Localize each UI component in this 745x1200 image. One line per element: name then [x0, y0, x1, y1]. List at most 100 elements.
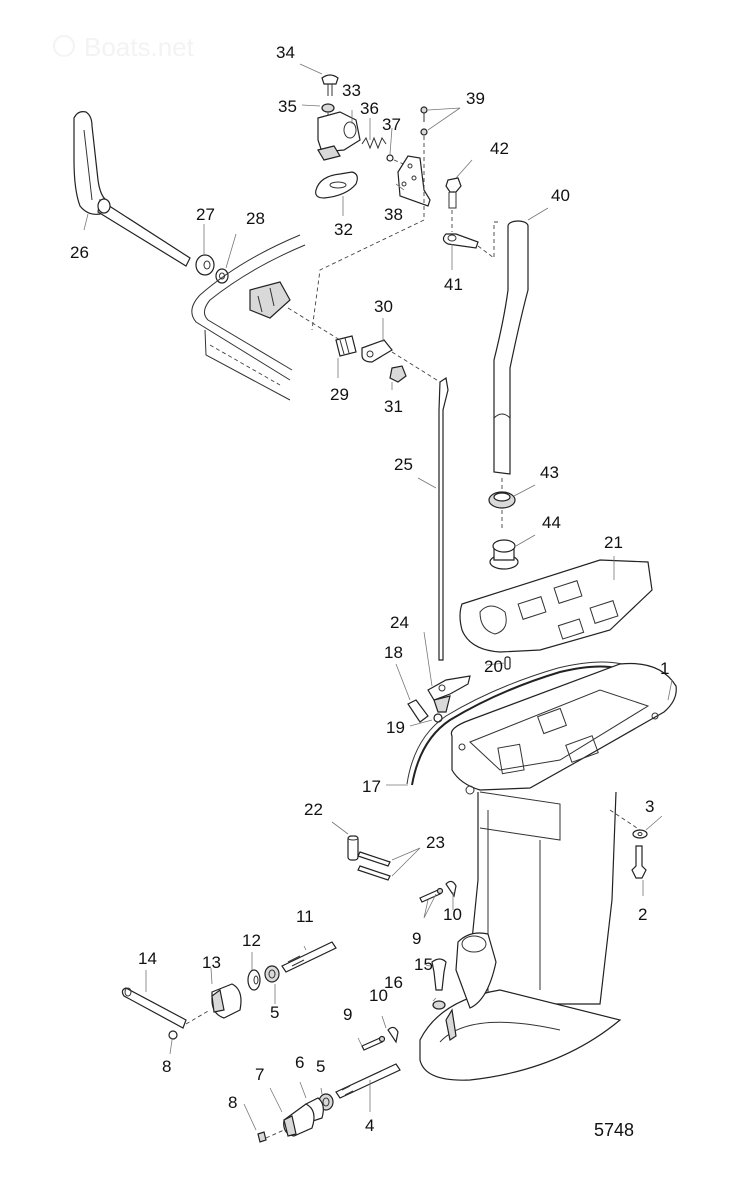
part-bushing-29[interactable]: [335, 335, 357, 357]
leader-lines: [83, 63, 673, 1131]
callout-40: 40: [551, 186, 570, 205]
part-bracket-38[interactable]: [397, 155, 431, 207]
callout-10-upper: 10: [443, 905, 462, 924]
part-seal-strip-17[interactable]: [406, 661, 635, 786]
callout-13: 13: [202, 953, 221, 972]
callout-21: 21: [604, 533, 623, 552]
callout-15: 15: [414, 955, 433, 974]
part-nut-31[interactable]: [389, 365, 407, 383]
callout-12: 12: [242, 931, 261, 950]
part-seal-44[interactable]: [489, 539, 519, 570]
part-shift-lever-30[interactable]: [361, 339, 393, 363]
callout-6: 6: [295, 1053, 304, 1072]
part-nut-8-lower[interactable]: [257, 1131, 267, 1143]
part-spring-36[interactable]: [361, 136, 387, 150]
part-washer-35[interactable]: [321, 103, 335, 113]
callout-19: 19: [386, 718, 405, 737]
callout-14: 14: [138, 949, 157, 968]
callout-28: 28: [246, 209, 265, 228]
part-shift-bracket-frame: [191, 234, 341, 401]
part-gasket-21[interactable]: [459, 559, 653, 653]
part-clip-10-upper[interactable]: [445, 880, 457, 898]
part-washer-27[interactable]: [195, 254, 215, 276]
callout-34: 34: [276, 43, 295, 62]
part-screw-34[interactable]: [321, 74, 339, 96]
callout-11: 11: [296, 907, 314, 926]
callout-35: 35: [278, 97, 297, 116]
callout-39: 39: [466, 89, 485, 108]
part-washer-16[interactable]: [432, 1000, 446, 1010]
callout-9-upper: 9: [412, 929, 421, 948]
part-gasket-32[interactable]: [315, 171, 358, 199]
watermark: Boats.net: [53, 32, 195, 62]
part-knob-13[interactable]: [211, 983, 242, 1019]
part-screw-9-lower[interactable]: [361, 1035, 386, 1051]
callout-27: 27: [196, 205, 215, 224]
part-clip-10-lower[interactable]: [387, 1026, 399, 1044]
watermark-text: Boats.net: [84, 32, 195, 62]
callout-30: 30: [374, 297, 393, 316]
part-driveshaft-housing-1[interactable]: [419, 662, 677, 1081]
part-screw-39[interactable]: [420, 106, 428, 136]
callout-29: 29: [330, 385, 349, 404]
callout-41: 41: [444, 275, 463, 294]
callout-43: 43: [540, 463, 559, 482]
part-washer-12[interactable]: [247, 969, 261, 991]
part-shaft-11[interactable]: [281, 941, 337, 973]
part-shift-handle[interactable]: [73, 111, 191, 267]
callout-8-upper: 8: [162, 1057, 171, 1076]
callout-44: 44: [542, 513, 561, 532]
callout-5-lower: 5: [316, 1057, 325, 1076]
part-shift-lever-24[interactable]: [427, 675, 471, 713]
part-clamp-41[interactable]: [442, 233, 479, 249]
part-pin-22[interactable]: [347, 835, 359, 861]
callout-42: 42: [490, 139, 509, 158]
callout-26: 26: [70, 243, 89, 262]
part-ball-37[interactable]: [386, 154, 394, 162]
callout-9-lower: 9: [343, 1005, 352, 1024]
part-nut-8-upper[interactable]: [168, 1030, 178, 1040]
callout-5-upper: 5: [270, 1003, 279, 1022]
part-detent-housing-33[interactable]: [317, 111, 361, 161]
callout-32: 32: [334, 220, 353, 239]
figure-number: 5748: [594, 1120, 634, 1140]
callout-1: 1: [660, 659, 669, 678]
part-screw-42[interactable]: [445, 177, 462, 209]
callout-3: 3: [645, 797, 654, 816]
callout-17: 17: [362, 777, 381, 796]
callout-33: 33: [342, 81, 361, 100]
callout-18: 18: [384, 643, 403, 662]
callout-22: 22: [304, 800, 323, 819]
callout-4: 4: [365, 1116, 374, 1135]
callout-8-lower: 8: [228, 1093, 237, 1112]
callout-10-lower: 10: [369, 986, 388, 1005]
callout-38: 38: [384, 205, 403, 224]
part-tiller-extension-14[interactable]: [121, 987, 187, 1029]
part-dowel-20[interactable]: [504, 656, 511, 670]
callout-7: 7: [255, 1065, 264, 1084]
part-screw-9-upper[interactable]: [419, 887, 444, 903]
part-washer-19[interactable]: [433, 713, 443, 723]
callout-23: 23: [426, 833, 445, 852]
part-water-tube-40[interactable]: [493, 220, 529, 475]
part-washer-3[interactable]: [632, 829, 648, 839]
callout-16: 16: [384, 973, 403, 992]
callout-20: 20: [484, 657, 503, 676]
callout-36: 36: [360, 99, 379, 118]
part-screws-23[interactable]: [357, 851, 391, 881]
callout-31: 31: [384, 397, 403, 416]
callout-25: 25: [394, 455, 413, 474]
callout-37: 37: [382, 115, 401, 134]
part-knob-7[interactable]: [283, 1103, 315, 1137]
part-screw-15[interactable]: [431, 958, 447, 991]
callout-24: 24: [390, 613, 409, 632]
part-screw-18[interactable]: [407, 699, 429, 723]
part-grommet-43[interactable]: [488, 491, 516, 509]
callout-2: 2: [638, 905, 647, 924]
callout-labels: 1 2 3 4 5 5 6 7 8 8 9 9 10 10 11 12 13 1…: [70, 43, 669, 1135]
part-bolt-2[interactable]: [631, 845, 647, 879]
part-shift-rod-25[interactable]: [391, 351, 449, 661]
part-bushing-5-upper[interactable]: [264, 965, 280, 983]
part-shaft-4[interactable]: [335, 1063, 401, 1099]
